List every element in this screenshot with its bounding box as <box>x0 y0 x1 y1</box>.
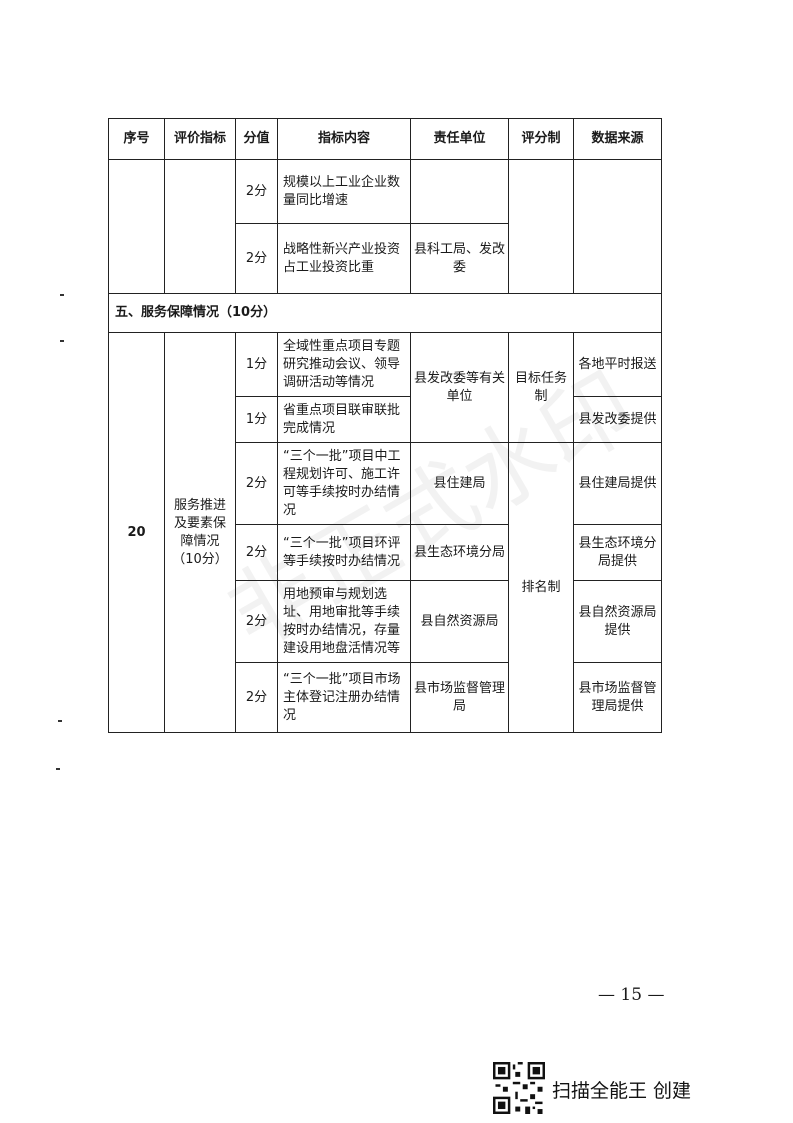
unit-cell: 县生态环境分局 <box>410 524 509 581</box>
unit-cell: 县市场监督管理局 <box>410 662 509 733</box>
header-row: 序号 评价指标 分值 指标内容 责任单位 评分制 数据来源 <box>108 118 662 160</box>
source-cell: 县发改委提供 <box>573 396 662 443</box>
table-row: 1分 省重点项目联审联批完成情况 县发改委提供 <box>109 396 662 443</box>
method-cell: 目标任务制 <box>508 332 574 443</box>
source-cell: 县住建局提供 <box>573 442 662 525</box>
table-row: 20 服务推进及要素保障情况（10分） 1分 全域性重点项目专题研究推动会议、领… <box>108 332 662 733</box>
source-cell: 各地平时报送 <box>573 332 662 397</box>
content-cell: “三个一批”项目环评等手续按时办结情况 <box>277 524 411 581</box>
indicator-cell: 服务推进及要素保障情况（10分） <box>164 332 236 733</box>
unit-cell: 县发改委等有关单位 <box>410 332 509 443</box>
table-row: 2分 战略性新兴产业投资占工业投资比重 县科工局、发改委 <box>109 223 662 294</box>
content-cell: 全域性重点项目专题研究推动会议、领导调研活动等情况 <box>277 332 411 397</box>
score-cell: 2分 <box>235 159 278 224</box>
score-cell: 2分 <box>235 580 278 663</box>
section-title: 五、服务保障情况（10分） <box>108 293 662 333</box>
content-cell: 战略性新兴产业投资占工业投资比重 <box>277 223 411 294</box>
seq-cell: 20 <box>108 332 165 733</box>
header-cell: 数据来源 <box>573 118 662 160</box>
score-cell: 2分 <box>235 442 278 525</box>
header-cell: 指标内容 <box>277 118 411 160</box>
content-cell: 用地预审与规划选址、用地审批等手续按时办结情况，存量建设用地盘活情况等 <box>277 580 411 663</box>
source-cell: 县市场监督管理局提供 <box>573 662 662 733</box>
header-cell: 分值 <box>235 118 278 160</box>
source-cell: 县生态环境分局提供 <box>573 524 662 581</box>
header-cell: 评价指标 <box>164 118 236 160</box>
margin-mark <box>56 768 60 770</box>
unit-cell: 县住建局 <box>410 442 509 525</box>
header-cell: 序号 <box>108 118 165 160</box>
empty-cell <box>108 159 165 294</box>
margin-mark <box>60 340 64 342</box>
scanner-credit: 扫描全能王 创建 <box>552 1080 692 1102</box>
empty-cell <box>573 159 662 294</box>
qr-code-icon <box>493 1062 545 1114</box>
header-cell: 责任单位 <box>410 118 509 160</box>
score-cell: 2分 <box>235 524 278 581</box>
section-row: 五、服务保障情况（10分） <box>108 293 662 333</box>
header-cell: 评分制 <box>508 118 574 160</box>
content-cell: “三个一批”项目市场主体登记注册办结情况 <box>277 662 411 733</box>
method-cell: 排名制 <box>508 442 574 733</box>
table-row: 2分 规模以上工业企业数量同比增速 <box>108 159 662 294</box>
empty-cell <box>508 159 574 294</box>
content-cell: 规模以上工业企业数量同比增速 <box>277 159 411 224</box>
empty-cell <box>410 159 509 224</box>
evaluation-table: 序号 评价指标 分值 指标内容 责任单位 评分制 数据来源 2分 规模以上工业企… <box>108 118 662 733</box>
unit-cell: 县自然资源局 <box>410 580 509 663</box>
unit-cell: 县科工局、发改委 <box>410 223 509 294</box>
margin-mark <box>60 294 64 296</box>
table-row: 2分 “三个一批”项目环评等手续按时办结情况 县生态环境分局 县生态环境分局提供 <box>109 524 662 581</box>
score-cell: 1分 <box>235 396 278 443</box>
source-cell: 县自然资源局提供 <box>573 580 662 663</box>
table-row: 2分 “三个一批”项目中工程规划许可、施工许可等手续按时办结情况 县住建局 排名… <box>109 442 662 733</box>
table-row: 2分 用地预审与规划选址、用地审批等手续按时办结情况，存量建设用地盘活情况等 县… <box>109 580 662 663</box>
empty-cell <box>164 159 236 294</box>
content-cell: “三个一批”项目中工程规划许可、施工许可等手续按时办结情况 <box>277 442 411 525</box>
score-cell: 2分 <box>235 662 278 733</box>
page-number: — 15 — <box>598 985 665 1005</box>
content-cell: 省重点项目联审联批完成情况 <box>277 396 411 443</box>
score-cell: 2分 <box>235 223 278 294</box>
score-cell: 1分 <box>235 332 278 397</box>
margin-mark <box>58 720 62 722</box>
table-row: 2分 “三个一批”项目市场主体登记注册办结情况 县市场监督管理局 县市场监督管理… <box>109 662 662 733</box>
